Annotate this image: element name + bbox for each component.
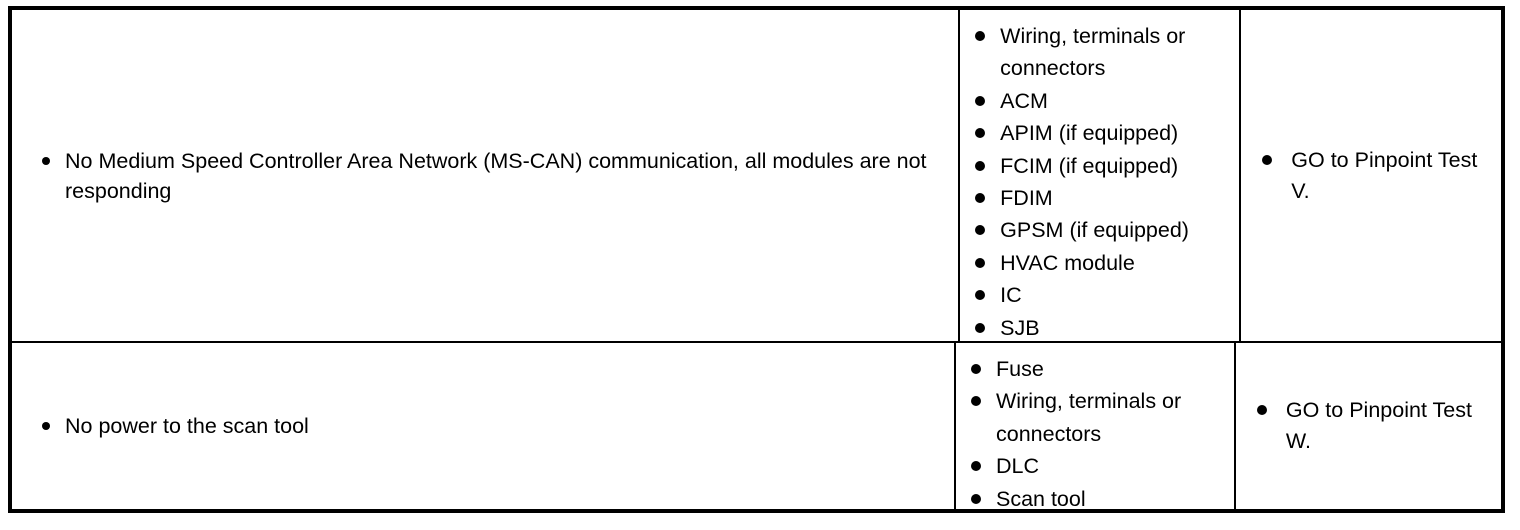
list-item: Fuse xyxy=(964,353,1228,385)
possible-sources-cell: Fuse Wiring, terminals or connectors DLC… xyxy=(956,343,1236,511)
action-list: GO to Pinpoint Test W. xyxy=(1256,395,1493,457)
possible-source-text: DLC xyxy=(995,454,1039,479)
list-item: Scan tool xyxy=(964,483,1228,515)
list-item: FDIM xyxy=(968,182,1233,214)
action-list: GO to Pinpoint Test V. xyxy=(1261,145,1493,207)
possible-source-text: Wiring, terminals or connectors xyxy=(1000,24,1186,81)
table-row: No Medium Speed Controller Area Network … xyxy=(12,10,1501,343)
list-item: DLC xyxy=(964,450,1228,482)
symptom-cell: No Medium Speed Controller Area Network … xyxy=(12,10,961,341)
list-item: APIM (if equipped) xyxy=(968,117,1233,149)
list-item: No power to the scan tool xyxy=(38,411,942,441)
list-item: Wiring, terminals or connectors xyxy=(968,20,1233,85)
list-item: IC xyxy=(968,279,1233,311)
table-row: No power to the scan tool Fuse Wiring, t… xyxy=(12,343,1501,511)
possible-source-text: FCIM (if equipped) xyxy=(1000,153,1179,178)
symptom-text: No power to the scan tool xyxy=(65,414,309,438)
symptom-list: No power to the scan tool xyxy=(38,411,942,441)
action-cell: GO to Pinpoint Test V. xyxy=(1241,10,1501,341)
list-item: FCIM (if equipped) xyxy=(968,150,1233,182)
symptom-list: No Medium Speed Controller Area Network … xyxy=(38,146,946,206)
possible-source-text: Fuse xyxy=(995,357,1044,381)
possible-source-text: HVAC module xyxy=(1000,250,1135,275)
list-item: GO to Pinpoint Test W. xyxy=(1256,395,1493,457)
possible-source-text: ACM xyxy=(1000,88,1048,113)
table-body: No Medium Speed Controller Area Network … xyxy=(12,10,1501,511)
list-item: ACM xyxy=(968,85,1233,117)
symptom-cell: No power to the scan tool xyxy=(12,343,956,509)
possible-sources-cell: Wiring, terminals or connectors ACM APIM… xyxy=(960,10,1242,344)
possible-source-text: IC xyxy=(1000,283,1022,308)
list-item: No Medium Speed Controller Area Network … xyxy=(38,146,946,206)
list-item: GO to Pinpoint Test V. xyxy=(1261,145,1493,207)
action-cell: GO to Pinpoint Test W. xyxy=(1236,343,1501,509)
possible-source-text: Wiring, terminals or connectors xyxy=(995,389,1182,446)
action-text: GO to Pinpoint Test W. xyxy=(1285,398,1472,453)
possible-source-text: SJB xyxy=(1000,315,1040,340)
list-item: SJB xyxy=(968,312,1233,344)
list-item: Wiring, terminals or connectors xyxy=(964,385,1228,450)
possible-source-text: GPSM (if equipped) xyxy=(1000,218,1189,243)
list-item: GPSM (if equipped) xyxy=(968,214,1233,246)
possible-sources-list: Wiring, terminals or connectors ACM APIM… xyxy=(968,20,1233,344)
possible-source-text: FDIM xyxy=(1000,186,1053,211)
possible-source-text: Scan tool xyxy=(995,486,1086,511)
possible-sources-list: Fuse Wiring, terminals or connectors DLC… xyxy=(964,353,1228,515)
list-item: HVAC module xyxy=(968,247,1233,279)
symptom-chart-table: No Medium Speed Controller Area Network … xyxy=(8,6,1505,513)
symptom-text: No Medium Speed Controller Area Network … xyxy=(65,148,927,203)
action-text: GO to Pinpoint Test V. xyxy=(1291,147,1478,203)
possible-source-text: APIM (if equipped) xyxy=(1000,121,1179,146)
